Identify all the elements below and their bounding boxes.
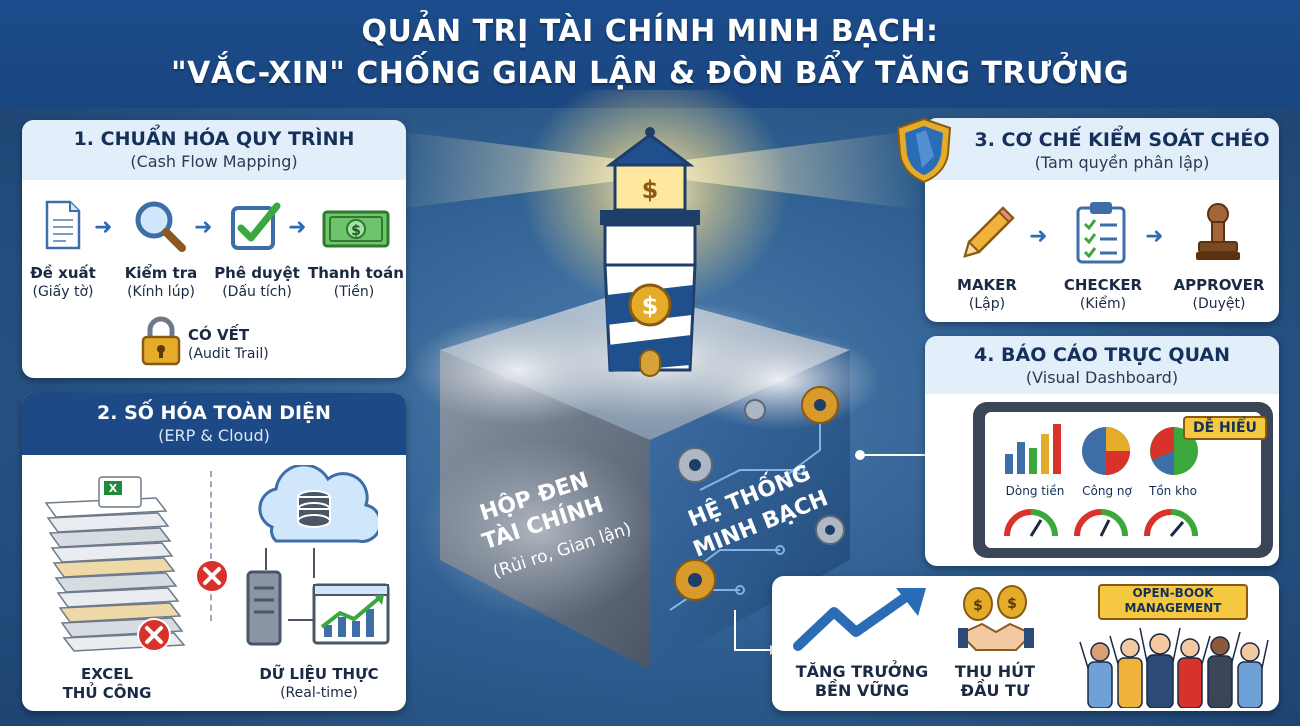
panel2-subtitle: (ERP & Cloud) [158,426,270,445]
step-check-sub: (Kính lúp) [127,284,195,300]
realtime-data-line2: (Real-time) [280,685,358,701]
document-icon [45,200,81,250]
money-icon: $ [322,210,390,248]
excel-manual-line1: EXCEL [80,665,134,683]
panel-cross-control: 3. CƠ CHẾ KIỂM SOÁT CHÉO (Tam quyền phân… [925,118,1279,322]
panel1-title-bar [22,120,406,180]
realtime-data-line1: DỮ LIỆU THỰC [259,665,379,683]
arrow-icon: ➜ [1029,224,1048,249]
chart-label-debt: Công nợ [1082,484,1132,498]
server-icon [246,570,282,646]
step-pay-label: Thanh toán [308,264,404,282]
error-x-icon [195,559,229,593]
arrow-icon: ➜ [288,215,307,240]
arrow-icon: ➜ [1145,224,1164,249]
svg-text:X: X [109,482,118,495]
checker-sub: (Kiểm) [1079,296,1127,312]
panel-outcomes: TĂNG TRƯỞNG BỀN VỮNG $ $ THU HÚT ĐẦU TƯ … [772,576,1279,711]
pie-chart-icon [1082,427,1130,475]
svg-text:$: $ [351,223,361,239]
panel3-subtitle: (Tam quyền phân lập) [1034,153,1210,172]
panel1-title: 1. CHUẨN HÓA QUY TRÌNH [73,128,355,150]
attract-investment-line1: THU HÚT [954,662,1036,681]
arrow-icon: ➜ [94,215,113,240]
panel4-title: 4. BÁO CÁO TRỰC QUAN [973,344,1231,366]
maker-sub: (Lập) [968,296,1006,312]
shield-icon [896,117,952,184]
panel-standardize-process: 1. CHUẨN HÓA QUY TRÌNH (Cash Flow Mappin… [22,120,406,378]
page-title-line1: QUẢN TRỊ TÀI CHÍNH MINH BẠCH: [361,14,939,49]
step-approve-sub: (Dấu tích) [222,284,292,300]
divider [210,471,212,621]
maker-label: MAKER [957,276,1017,294]
bar-chart-icon [1005,424,1061,474]
stamp-icon [1196,203,1240,260]
center-cube-illustration: $ $ HỘP ĐEN TÀI CHÍNH (Rủi ro, Gian lận)… [410,127,880,670]
lighthouse-coin-symbol: $ [642,292,659,320]
line-connector [265,548,316,621]
step-proposal-sub: (Giấy tờ) [32,284,94,300]
growth-arrow-icon [793,588,926,651]
team-people-icon [1079,627,1269,708]
padlock-icon [141,316,181,366]
lighthouse-dollar-symbol: $ [642,176,659,204]
growth-chart-window-icon [312,583,390,645]
chart-label-cashflow: Dòng tiền [1005,484,1065,498]
panel4-subtitle: (Visual Dashboard) [1025,368,1179,387]
investment-handshake-icon: $ $ [958,585,1034,651]
panel-visual-dashboard: 4. BÁO CÁO TRỰC QUAN (Visual Dashboard) … [925,336,1279,566]
growth-line1: TĂNG TRƯỞNG [795,662,929,681]
step-proposal-label: Đề xuất [30,264,96,282]
attract-investment-line2: ĐẦU TƯ [960,681,1030,700]
clipboard-icon [1076,202,1126,264]
excel-manual-line2: THỦ CÔNG [62,684,152,702]
growth-line2: BỀN VỮNG [814,681,910,700]
approver-label: APPROVER [1173,276,1265,294]
checkmark-icon [231,202,281,250]
open-book-banner: OPEN-BOOK MANAGEMENT [1098,584,1248,620]
panel3-title: 3. CƠ CHẾ KIỂM SOÁT CHÉO [974,129,1270,151]
panel3-title-bar [925,118,1279,180]
gauge-icons [1004,509,1198,537]
open-book-line2: MANAGEMENT [1124,601,1222,615]
pencil-icon [963,206,1015,258]
step-pay-sub: (Tiền) [333,284,375,300]
open-book-line1: OPEN-BOOK [1132,586,1214,600]
cloud-database-icon [258,465,378,543]
panel-digitalize: 2. SỐ HÓA TOÀN DIỆN (ERP & Cloud) X [22,393,406,711]
panel2-title: 2. SỐ HÓA TOÀN DIỆN [97,402,331,424]
svg-text:$: $ [973,598,983,614]
svg-text:$: $ [1007,596,1017,612]
arrow-icon: ➜ [194,215,213,240]
audit-trail-label: CÓ VẾT [188,326,250,344]
error-x-icon [137,618,171,652]
panel2-title-bar [22,393,406,455]
approver-sub: (Duyệt) [1192,296,1246,312]
magnifier-icon [135,201,186,252]
chart-label-inventory: Tồn kho [1149,484,1197,498]
easy-to-understand-badge: DỄ HIỂU [1183,416,1267,440]
checker-label: CHECKER [1063,276,1143,294]
panel1-subtitle: (Cash Flow Mapping) [130,152,298,171]
step-check-label: Kiểm tra [124,264,198,282]
step-approve-label: Phê duyệt [214,264,300,282]
audit-trail-sub: (Audit Trail) [188,346,269,362]
page-title-line2: "VẮC-XIN" CHỐNG GIAN LẬN & ĐÒN BẨY TĂNG … [171,56,1129,91]
panel4-title-bar [925,336,1279,394]
